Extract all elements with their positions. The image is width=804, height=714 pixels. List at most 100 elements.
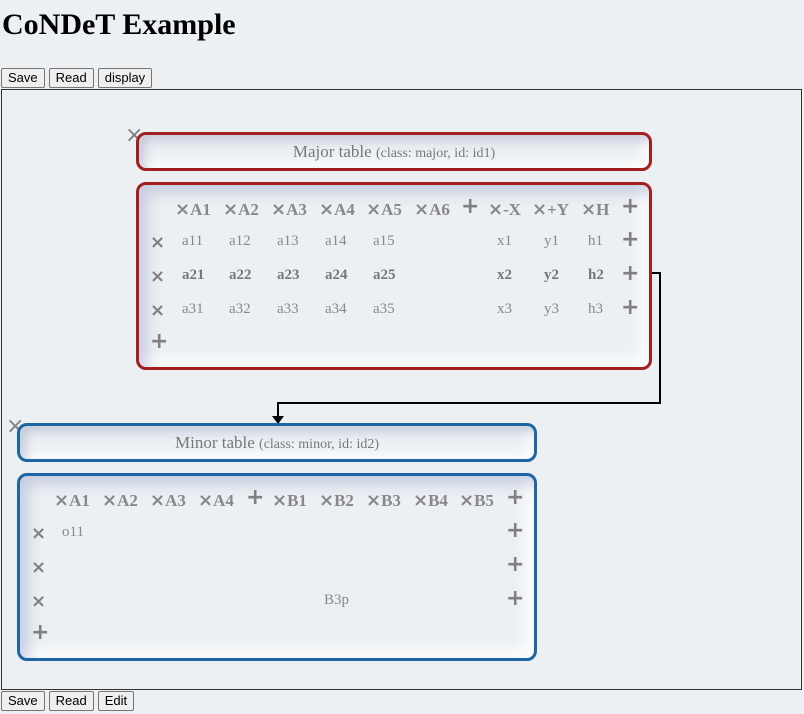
delete-column-icon[interactable]: × [366, 199, 382, 220]
add-row-icon[interactable]: + [150, 329, 169, 354]
major-cell[interactable]: a15 [373, 233, 395, 249]
minor-table-body: ×A1×A2×A3×A4×B1×B2×B3×B4×B5++×o11+×+×B3p… [17, 473, 537, 661]
delete-column-icon[interactable]: × [223, 199, 239, 220]
add-cell-icon[interactable]: + [506, 552, 525, 577]
delete-column-icon[interactable]: × [175, 199, 191, 220]
save-button-bottom[interactable]: Save [1, 691, 45, 711]
major-cell[interactable]: a25 [373, 267, 396, 283]
delete-row-icon[interactable]: × [150, 232, 166, 253]
delete-column-icon[interactable]: × [532, 199, 548, 220]
major-cell[interactable]: a34 [325, 301, 347, 317]
major-cell[interactable]: a21 [182, 267, 205, 283]
add-cell-icon[interactable]: + [506, 586, 525, 611]
major-cell[interactable]: x3 [497, 301, 512, 317]
major-cell[interactable]: y1 [544, 233, 559, 249]
major-header-h[interactable]: ×H [581, 199, 609, 220]
delete-row-icon[interactable]: × [150, 300, 166, 321]
major-header-a5[interactable]: ×A5 [366, 199, 402, 220]
top-toolbar: Save Read display [1, 68, 153, 88]
major-cell[interactable]: h2 [588, 267, 604, 283]
delete-column-icon[interactable]: × [150, 490, 166, 511]
minor-header-b4[interactable]: ×B4 [413, 490, 448, 511]
minor-header-b5[interactable]: ×B5 [459, 490, 494, 511]
major-header-a2[interactable]: ×A2 [223, 199, 259, 220]
minor-header-a2[interactable]: ×A2 [102, 490, 138, 511]
minor-cell[interactable]: B3p [324, 592, 350, 608]
major-cell[interactable]: a22 [229, 267, 252, 283]
delete-column-icon[interactable]: × [198, 490, 214, 511]
minor-header-b2[interactable]: ×B2 [319, 490, 354, 511]
major-cell[interactable]: h1 [588, 233, 603, 249]
minor-header-a4[interactable]: ×A4 [198, 490, 234, 511]
delete-column-icon[interactable]: × [319, 199, 335, 220]
add-cell-icon[interactable]: + [506, 518, 525, 543]
read-button[interactable]: Read [48, 68, 94, 88]
save-button[interactable]: Save [1, 68, 45, 88]
major-cell[interactable]: h3 [588, 301, 603, 317]
delete-row-icon[interactable]: × [31, 557, 47, 578]
minor-table-meta: (class: minor, id: id2) [259, 437, 380, 452]
major-cell[interactable]: a35 [373, 301, 395, 317]
add-column-icon[interactable]: + [621, 194, 640, 219]
minor-header-a3[interactable]: ×A3 [150, 490, 186, 511]
add-column-icon[interactable]: + [461, 194, 480, 219]
add-column-icon[interactable]: + [506, 485, 525, 510]
delete-row-icon[interactable]: × [31, 523, 47, 544]
major-header-y[interactable]: ×+Y [532, 199, 569, 220]
display-button[interactable]: display [97, 68, 153, 88]
major-table-name: Major table [292, 142, 372, 161]
edit-button[interactable]: Edit [97, 691, 135, 711]
minor-header-label: A2 [117, 491, 138, 510]
major-cell[interactable]: y2 [544, 267, 559, 283]
minor-header-label: B4 [428, 491, 448, 510]
major-cell[interactable]: a11 [182, 233, 204, 249]
major-cell[interactable]: a12 [229, 233, 251, 249]
editor-canvas [1, 89, 802, 690]
minor-header-b3[interactable]: ×B3 [366, 490, 401, 511]
delete-row-icon[interactable]: × [150, 266, 166, 287]
major-cell[interactable]: a31 [182, 301, 204, 317]
delete-row-icon[interactable]: × [31, 591, 47, 612]
major-header-a3[interactable]: ×A3 [271, 199, 307, 220]
minor-header-label: B1 [287, 491, 307, 510]
add-cell-icon[interactable]: + [621, 261, 640, 286]
major-header-a6[interactable]: ×A6 [414, 199, 450, 220]
minor-cell[interactable]: o11 [62, 524, 84, 540]
major-header-label: H [596, 200, 610, 219]
delete-column-icon[interactable]: × [271, 199, 287, 220]
minor-header-b1[interactable]: ×B1 [272, 490, 307, 511]
major-cell[interactable]: x1 [497, 233, 512, 249]
add-column-icon[interactable]: + [246, 485, 265, 510]
add-cell-icon[interactable]: + [621, 227, 640, 252]
minor-table-name: Minor table [174, 433, 255, 452]
delete-column-icon[interactable]: × [414, 199, 430, 220]
major-header-x[interactable]: ×-X [488, 199, 521, 220]
major-cell[interactable]: a24 [325, 267, 348, 283]
add-cell-icon[interactable]: + [621, 295, 640, 320]
major-cell[interactable]: a23 [277, 267, 300, 283]
read-button-bottom[interactable]: Read [48, 691, 94, 711]
add-row-icon[interactable]: + [31, 620, 50, 645]
minor-header-a1[interactable]: ×A1 [54, 490, 90, 511]
major-cell[interactable]: a33 [277, 301, 299, 317]
major-table-meta: (class: major, id: id1) [375, 146, 496, 161]
delete-column-icon[interactable]: × [54, 490, 70, 511]
major-header-a4[interactable]: ×A4 [319, 199, 355, 220]
delete-column-icon[interactable]: × [581, 199, 597, 220]
delete-column-icon[interactable]: × [413, 490, 429, 511]
delete-column-icon[interactable]: × [102, 490, 118, 511]
major-cell[interactable]: a14 [325, 233, 347, 249]
minor-table-title[interactable]: Minor table (class: minor, id: id2) [17, 423, 537, 462]
major-header-a1[interactable]: ×A1 [175, 199, 211, 220]
major-header-label: A5 [381, 200, 402, 219]
delete-column-icon[interactable]: × [366, 490, 382, 511]
delete-column-icon[interactable]: × [319, 490, 335, 511]
major-cell[interactable]: x2 [497, 267, 512, 283]
major-cell[interactable]: a32 [229, 301, 251, 317]
major-cell[interactable]: a13 [277, 233, 299, 249]
delete-column-icon[interactable]: × [272, 490, 288, 511]
major-cell[interactable]: y3 [544, 301, 559, 317]
major-table-title[interactable]: Major table (class: major, id: id1) [136, 132, 652, 171]
delete-column-icon[interactable]: × [459, 490, 475, 511]
delete-column-icon[interactable]: × [488, 199, 504, 220]
